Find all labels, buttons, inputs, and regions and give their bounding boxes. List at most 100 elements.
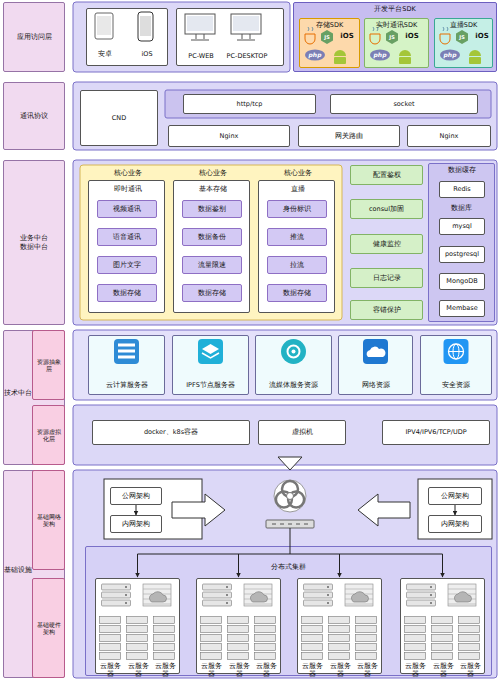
gateway-box: Nginx	[407, 125, 491, 147]
icon-label: php	[370, 52, 390, 58]
monitor-screen	[233, 16, 259, 31]
node-text: 云服务器	[457, 663, 484, 679]
service-box: 身份标识	[267, 200, 327, 218]
node-text: 安卓	[87, 51, 123, 59]
node-text: 应用访问层	[17, 33, 52, 42]
node-text: 健康监控	[373, 240, 401, 248]
governance-box: 容错保护	[350, 300, 423, 320]
security-icon	[444, 339, 469, 364]
node-text: 基础网络架构	[34, 513, 63, 528]
tower-server-icon	[302, 617, 323, 660]
service-box: 数据备份	[182, 228, 242, 246]
phone-screen	[140, 16, 151, 36]
media-icon	[281, 339, 306, 364]
tower-server-icon	[127, 617, 148, 660]
governance-box: 健康监控	[350, 234, 423, 254]
sublayer-label: 基础硬件架构	[32, 578, 65, 678]
tower-server-icon	[356, 617, 377, 660]
node-text: 云服务器	[430, 663, 457, 679]
php-icon	[305, 50, 325, 61]
icon-label: iOS	[473, 33, 491, 40]
node-js-icon	[386, 30, 398, 44]
node-text: 云服务器	[354, 663, 381, 679]
node-text: CND	[112, 114, 126, 122]
layer-band	[73, 405, 497, 465]
sdk-box: 实时通讯SDK	[364, 18, 429, 68]
android-body	[399, 57, 411, 64]
media-dot	[292, 350, 296, 354]
node-text: 内网架构	[122, 520, 150, 528]
node-text: 公网架构	[122, 492, 150, 500]
protocol-box: http/tcp	[183, 94, 316, 114]
node-text: 云服务器	[299, 663, 326, 679]
node-text: Membase	[446, 304, 477, 312]
node-text: docker、k8s容器	[144, 428, 198, 436]
distribution-wire	[138, 528, 443, 554]
core-business-container	[80, 165, 342, 320]
node-text: 公网架构	[441, 492, 469, 500]
node-text: 内网架构	[441, 520, 469, 528]
monitor-icon	[231, 14, 261, 34]
service-group: 核心业务直播身份标识推流拉流数据存储	[258, 180, 335, 313]
android-body	[334, 57, 346, 64]
network-container	[418, 479, 492, 539]
node-text: 云服务器	[198, 663, 225, 679]
hub-center	[287, 493, 294, 500]
node-text: Nginx	[440, 132, 459, 140]
node-text: 云服务器	[402, 663, 429, 679]
node-text: 数据存储	[113, 289, 141, 297]
layer-label: 基础设施基础网络架构基础硬件架构	[3, 470, 65, 678]
ipfs-layer	[202, 344, 219, 354]
layer-label: 技术中台资源抽象层资源虚拟化层	[3, 330, 65, 465]
node-text: 网络资源	[362, 381, 390, 389]
monitor-screen	[187, 16, 213, 31]
node-text: 流量限速	[198, 261, 226, 269]
layer-band	[73, 470, 497, 678]
tower-server-icon	[405, 617, 426, 660]
icon-label: php	[440, 52, 460, 58]
db-box: Membase	[439, 300, 485, 317]
globe-outline	[449, 344, 464, 359]
connector-arrow	[455, 505, 456, 515]
distribution-wire	[238, 554, 239, 577]
tablet-icon	[95, 13, 113, 39]
server-icon-bars	[118, 345, 135, 357]
node-text: 图片文字	[113, 261, 141, 269]
db-box: Redis	[439, 181, 485, 198]
node-js-icon	[456, 30, 468, 44]
resource-icons	[114, 339, 469, 364]
node-text: 实时通讯SDK	[376, 21, 417, 29]
service-box: 图片文字	[97, 256, 157, 274]
distribution-wire	[137, 554, 138, 577]
db-box: mysql	[439, 218, 485, 235]
network-icon	[363, 339, 388, 364]
node-text: 核心业务	[89, 170, 166, 178]
protocol-box: socket	[330, 94, 478, 114]
node-text: 日志记录	[373, 274, 401, 282]
sublayer-label: 资源抽象层	[32, 330, 65, 400]
device-icons	[95, 12, 261, 41]
cloud-server-icon	[345, 584, 373, 606]
node-js-icon	[321, 30, 333, 44]
node-text: 开发平台SDK	[374, 5, 415, 13]
ipfs-layer	[202, 353, 219, 358]
tablet-screen	[97, 16, 111, 35]
layer-band	[73, 82, 497, 150]
icon-label: JS	[385, 35, 399, 40]
node-text: 云计算服务器	[106, 381, 148, 389]
node-text: 存储SDK	[316, 21, 343, 29]
layer-bands	[73, 2, 497, 678]
node-text: 核心业务	[259, 170, 336, 178]
tower-server-icon	[432, 617, 453, 660]
tower-server-icon	[201, 617, 222, 660]
node-text: 云服务器	[97, 663, 124, 679]
sdk-icons	[370, 27, 411, 64]
node-text: 云服务器	[125, 663, 152, 679]
node-text: 流媒体服务资源	[269, 381, 318, 389]
governance-box: consul加固	[350, 199, 423, 219]
php-icon	[370, 50, 390, 61]
node-text: 技术中台	[4, 389, 32, 397]
